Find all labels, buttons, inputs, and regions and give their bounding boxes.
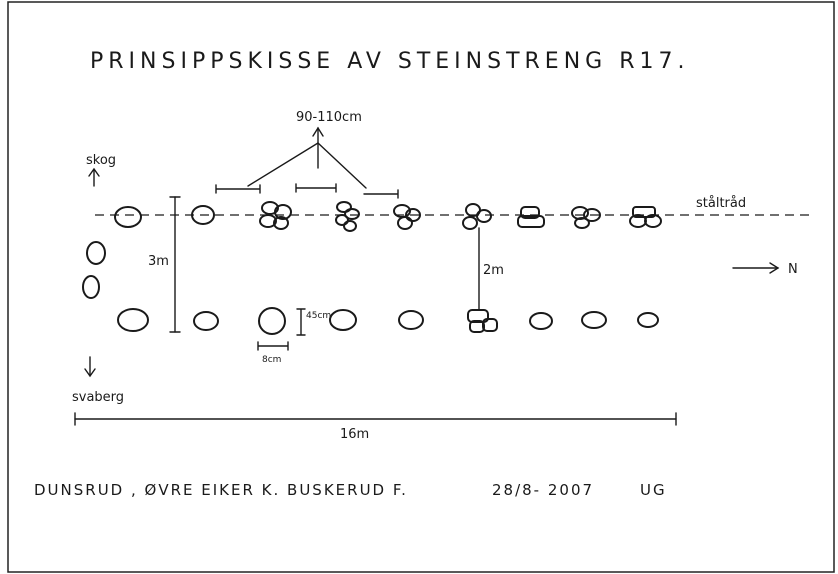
stone-width-label: 8cm	[262, 355, 281, 365]
length-dimension	[74, 412, 677, 426]
footer-date: 28/8- 2007	[492, 481, 594, 499]
stone-column-left	[82, 241, 106, 299]
sketch-title: PRINSIPPSKISSE AV STEINSTRENG R17.	[90, 49, 689, 74]
staltrad-label: ståltråd	[696, 196, 746, 211]
stone-height-label: 45cm	[306, 311, 331, 321]
skog-label: skog	[86, 153, 116, 168]
stone-cluster	[467, 309, 498, 333]
page-frame	[7, 1, 835, 573]
stone	[191, 205, 215, 225]
stone-height-dimension	[296, 308, 306, 336]
stone-cluster	[335, 201, 360, 232]
height-3m-label: 3m	[148, 254, 169, 269]
footer-initials: UG	[640, 481, 667, 499]
height-dimension	[169, 196, 181, 333]
stone	[398, 310, 424, 330]
svaberg-down-arrow	[84, 356, 96, 378]
stone	[193, 311, 219, 331]
svaberg-label: svaberg	[72, 390, 124, 405]
gap-2m-label: 2m	[483, 263, 504, 278]
width-range-arrows	[247, 126, 367, 189]
stone-cluster	[571, 206, 601, 229]
stone-cluster	[462, 203, 492, 230]
stone-width-dimension	[257, 341, 289, 351]
stone	[529, 312, 553, 330]
stone-cluster	[517, 206, 545, 228]
stone	[329, 309, 357, 331]
stone	[581, 311, 607, 329]
stone	[637, 312, 659, 328]
footer-location: DUNSRUD , ØVRE EIKER K. BUSKERUD F.	[34, 481, 408, 499]
length-label: 16m	[340, 427, 369, 442]
stone-cluster	[393, 204, 421, 230]
stone-cluster	[629, 206, 662, 228]
stone-row-bottom	[117, 307, 659, 335]
stone-row-top	[114, 201, 662, 232]
width-range-label: 90-110cm	[296, 110, 362, 125]
stone	[86, 241, 106, 265]
stone	[117, 308, 149, 332]
skog-up-arrow	[88, 167, 100, 187]
width-brackets	[215, 183, 399, 199]
stone	[258, 307, 286, 335]
stone-cluster	[259, 201, 292, 230]
north-label: N	[788, 262, 798, 277]
stone	[114, 206, 142, 228]
stone	[82, 275, 100, 299]
north-arrow	[732, 262, 780, 274]
